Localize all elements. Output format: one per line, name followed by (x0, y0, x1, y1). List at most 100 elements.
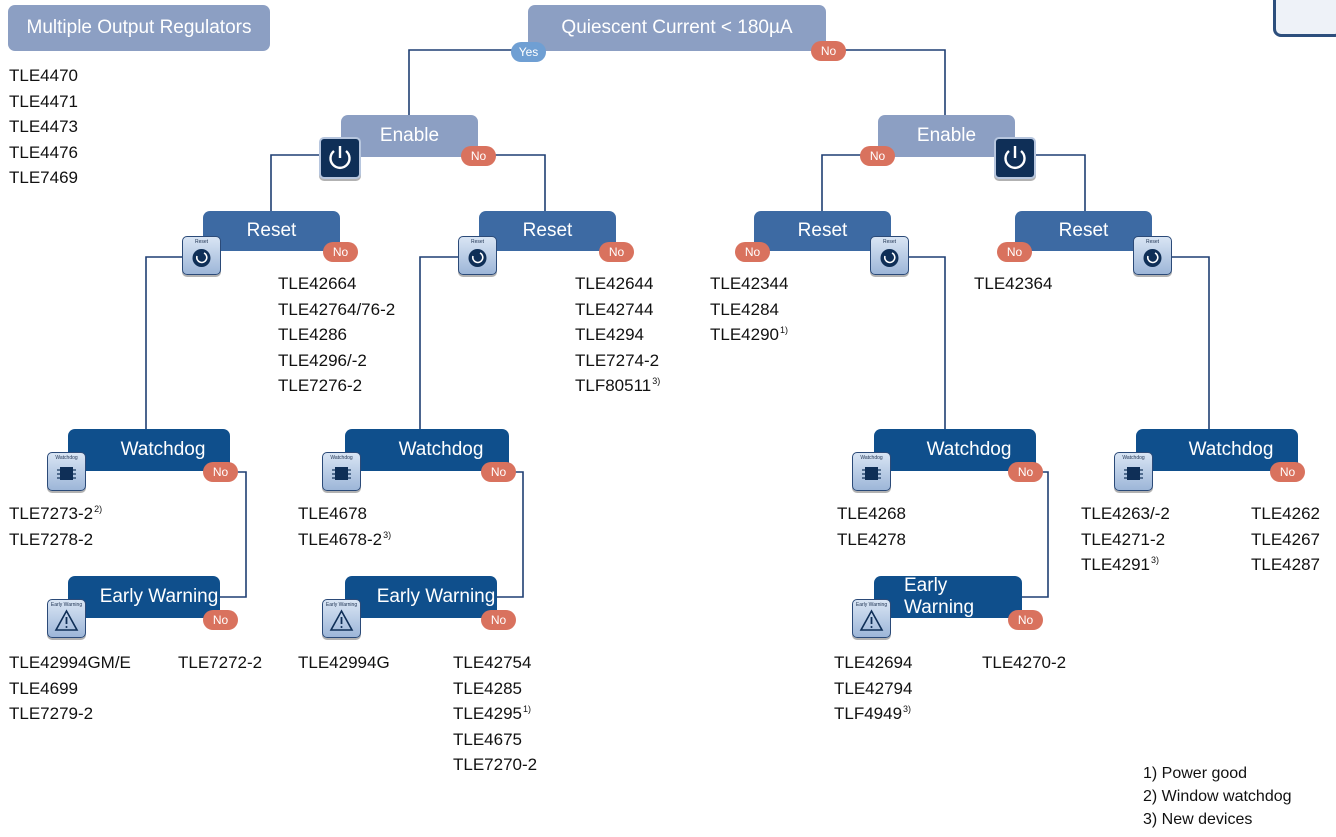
power-icon (994, 137, 1036, 179)
list-item: TLE4278 (837, 529, 906, 549)
list-item: TLE42994GM/E (9, 653, 131, 672)
reset-box-1: Reset (203, 211, 340, 251)
early-warning-box-1: Early Warning (68, 576, 220, 618)
list-item: TLE42754 (453, 653, 532, 672)
early-warning-no-list-2: TLE42754 TLE4285 TLE42951) TLE4675 TLE72… (453, 650, 537, 778)
list-item: TLE4284 (710, 299, 779, 319)
list-item: TLE4675 (453, 729, 522, 749)
no-pill: No (323, 242, 358, 262)
watchdog-icon: Watchdog (1114, 452, 1153, 491)
watchdog-box-3: Watchdog (874, 429, 1036, 471)
early-warning-box-2: Early Warning (345, 576, 497, 618)
no-pill: No (203, 610, 238, 630)
no-pill: No (811, 41, 846, 61)
list-item: TLE42364 (974, 274, 1053, 293)
no-pill: No (997, 242, 1032, 262)
list-item: TLE7270-2 (453, 755, 538, 774)
no-pill: No (481, 462, 516, 482)
footnote: 2) Window watchdog (1143, 788, 1292, 805)
footnotes: 1) Power good 2) Window watchdog 3) New … (1143, 762, 1292, 831)
reset-no-list-1: TLE42664 TLE42764/76-2 TLE4286 TLE4296/-… (278, 271, 395, 399)
footnote: 1) Power good (1143, 765, 1248, 782)
watchdog-icon: Watchdog (852, 452, 891, 491)
watchdog-yes-list-4: TLE4263/-2 TLE4271-2 TLE42913) (1081, 501, 1170, 578)
early-warning-no-list-3: TLE4270-2 (982, 650, 1066, 676)
footnote: 3) New devices (1143, 811, 1253, 828)
list-item: TLE42994G (298, 653, 390, 672)
watchdog-box-2: Watchdog (345, 429, 509, 471)
no-pill: No (481, 610, 516, 630)
list-item: TLE4296/-2 (278, 350, 367, 370)
reset-box-2: Reset (479, 211, 616, 251)
no-pill: No (203, 462, 238, 482)
reset-icon: Reset (182, 236, 221, 275)
list-item: TLE4470 (9, 66, 78, 85)
no-pill: No (735, 242, 770, 262)
list-item: TLE4678 (298, 504, 367, 523)
early-warning-box-3: Early Warning (874, 575, 1022, 618)
list-item: TLE4699 (9, 678, 78, 698)
list-item: TLE4267 (1251, 529, 1320, 549)
list-item: TLE7278-2 (9, 529, 94, 549)
list-item: TLE42694 (834, 653, 913, 672)
no-pill: No (1008, 462, 1043, 482)
list-item: TLE7279-2 (9, 704, 94, 723)
warning-icon: Early Warning (322, 599, 361, 638)
enable-box-left: Enable (341, 115, 478, 157)
watchdog-box-1: Watchdog (68, 429, 230, 471)
list-item: TLE4262 (1251, 504, 1320, 523)
list-item: TLE4270-2 (982, 653, 1067, 672)
no-pill: No (599, 242, 634, 262)
list-item: TLE42794 (834, 678, 913, 698)
list-item: TLE7469 (9, 168, 78, 187)
reset-no-list-4: TLE42364 (974, 271, 1052, 297)
list-item: TLE4271-2 (1081, 529, 1166, 549)
list-item: TLE4263/-2 (1081, 504, 1170, 523)
list-item: TLF49493) (834, 704, 912, 723)
warning-icon: Early Warning (47, 599, 86, 638)
watchdog-box-4: Watchdog (1136, 429, 1298, 471)
list-item: TLE7276-2 (278, 376, 363, 395)
watchdog-no-list-4: TLE4262 TLE4267 TLE4287 (1251, 501, 1320, 578)
list-item: TLE42764/76-2 (278, 299, 396, 319)
watchdog-icon: Watchdog (322, 452, 361, 491)
no-pill: No (860, 146, 895, 166)
list-item: TLF805113) (575, 376, 661, 395)
early-warning-yes-list-3: TLE42694 TLE42794 TLF49493) (834, 650, 912, 727)
no-pill: No (461, 146, 496, 166)
early-warning-yes-list-2: TLE42994G (298, 650, 390, 676)
early-warning-no-list-1: TLE7272-2 (178, 650, 262, 676)
quiescent-current-box: Quiescent Current < 180µA (528, 5, 826, 51)
list-item: TLE4476 (9, 142, 78, 162)
reset-icon: Reset (870, 236, 909, 275)
list-item: TLE4287 (1251, 555, 1320, 574)
list-item: TLE7272-2 (178, 653, 263, 672)
list-item: TLE42664 (278, 274, 357, 293)
early-warning-yes-list-1: TLE42994GM/E TLE4699 TLE7279-2 (9, 650, 131, 727)
reset-box-3: Reset (754, 211, 891, 251)
multi-output-list: TLE4470 TLE4471 TLE4473 TLE4476 TLE7469 (9, 63, 78, 191)
watchdog-yes-list-3: TLE4268 TLE4278 (837, 501, 906, 552)
watchdog-yes-list-2: TLE4678 TLE4678-23) (298, 501, 391, 552)
list-item: TLE4286 (278, 325, 347, 344)
power-icon (319, 137, 361, 179)
watchdog-yes-list-1: TLE7273-22) TLE7278-2 (9, 501, 102, 552)
list-item: TLE4268 (837, 504, 906, 523)
list-item: TLE42344 (710, 274, 789, 293)
list-item: TLE4473 (9, 117, 78, 136)
enable-box-right: Enable (878, 115, 1015, 157)
list-item: TLE42951) (453, 704, 532, 723)
list-item: TLE4294 (575, 325, 644, 344)
reset-box-4: Reset (1015, 211, 1152, 251)
no-pill: No (1270, 462, 1305, 482)
list-item: TLE7273-22) (9, 504, 103, 523)
reset-icon: Reset (458, 236, 497, 275)
corner-tab (1273, 0, 1336, 37)
no-pill: No (1008, 610, 1043, 630)
list-item: TLE42901) (710, 325, 789, 344)
list-item: TLE4471 (9, 91, 78, 111)
list-item: TLE4285 (453, 678, 522, 698)
list-item: TLE42644 (575, 274, 654, 293)
list-item: TLE4678-23) (298, 529, 392, 549)
